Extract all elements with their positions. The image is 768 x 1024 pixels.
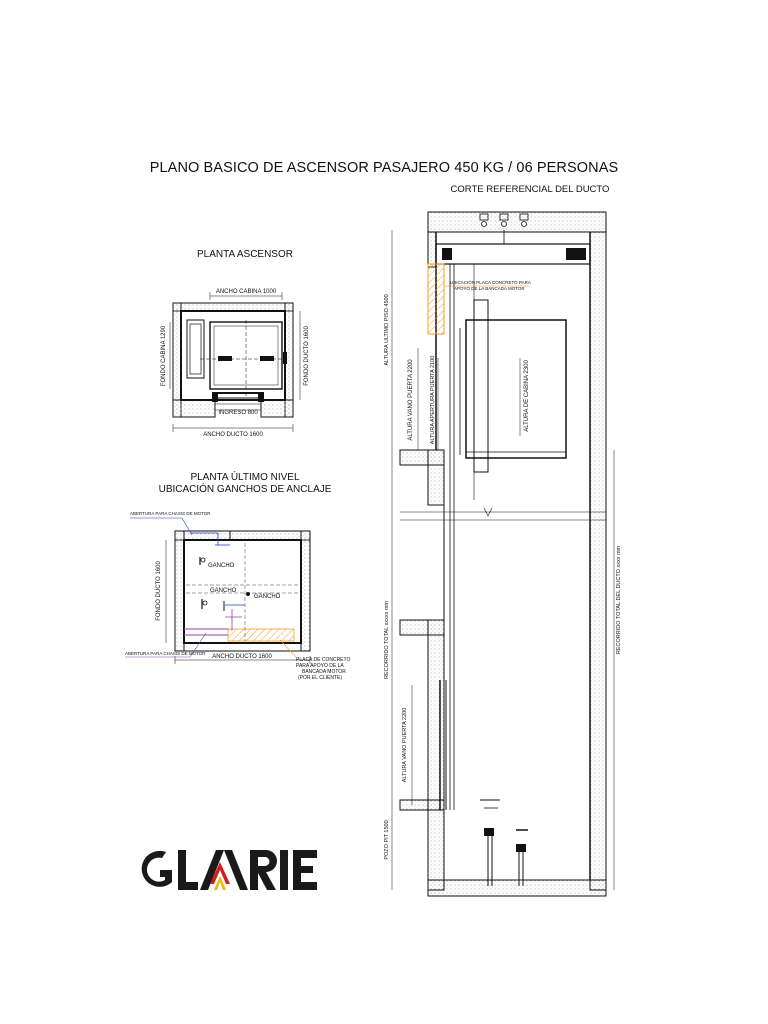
pit-buffers xyxy=(480,799,528,886)
altura-apertura-label: ALTURA APERTURA PUERTA 2100 xyxy=(430,356,436,445)
altura-vano-bottom-label: ALTURA VANO PUERTA 2200 xyxy=(402,708,408,782)
pozo-pit-label: POZO PIT 1500 xyxy=(384,820,390,859)
top-fondo-ducto-label: FONDO DUCTO 1600 xyxy=(156,561,162,621)
recorrido-total-right-label: RECORRIDO TOTAL DEL DUCTO xxxx mm xyxy=(616,545,622,654)
altura-vano-top-label: ALTURA VANO PUERTA 2200 xyxy=(408,359,414,441)
placa-label-4: (POR EL CLIENTE) xyxy=(298,675,342,681)
glarie-logo xyxy=(141,850,317,890)
anchor-hook-icon xyxy=(201,599,225,611)
abertura-top-label: ABERTURA PARA CHASIS DE MOTOR xyxy=(130,511,211,516)
duct-walls xyxy=(172,302,294,418)
fondo-cabina-label: FONDO CABINA 1290 xyxy=(161,325,167,386)
ubicacion-label-1: UBICACIÓN PLACA CONCRETO PARA xyxy=(450,279,531,285)
ancho-cabina-label: ANCHO CABINA 1000 xyxy=(216,289,277,295)
top-duct-walls xyxy=(174,530,311,652)
page-title: PLANO BASICO DE ASCENSOR PASAJERO 450 KG… xyxy=(149,160,619,176)
anchor-hook-icon xyxy=(199,557,206,565)
altura-ultimo-piso-label: ALTURA ULTIMO PISO 4500 xyxy=(384,294,390,365)
plan-top-drawing: GANCHO GANCHO GANCHO ABERTURA PARA CHASI… xyxy=(125,511,350,681)
abertura-bottom-label: ABERTURA PARA CHASIS DE MOTOR xyxy=(125,651,206,656)
top-ancho-ducto-label: ANCHO DUCTO 1600 xyxy=(212,654,272,660)
ubicacion-label-2: APOYO DE LA BANCADA MOTOR xyxy=(454,286,525,291)
recorrido-total-left-label: RECORRIDO TOTAL xxxxx mm xyxy=(384,601,390,679)
ingreso-label: INGRESO 800 xyxy=(218,410,258,416)
plan-elevator-heading: PLANTA ASCENSOR xyxy=(197,249,293,260)
ancho-ducto-label: ANCHO DUCTO 1600 xyxy=(203,432,263,438)
plan-top-heading-1: PLANTA ÚLTIMO NIVEL xyxy=(190,472,300,483)
cabin-section xyxy=(459,299,567,473)
placa-label-2: PARA APOYO DE LA xyxy=(296,663,344,669)
gancho-label-3: GANCHO xyxy=(254,594,281,600)
section-view-title: CORTE REFERENCIAL DEL DUCTO xyxy=(450,184,610,195)
altura-cabina-label: ALTURA DE CABINA 2300 xyxy=(524,360,530,432)
plan-elevator-drawing: ANCHO CABINA 1000 FONDO CABINA 1290 FOND… xyxy=(161,289,310,438)
placa-label-1: PLACA DE CONCRETO xyxy=(296,657,350,663)
gancho-label-1: GANCHO xyxy=(208,563,235,569)
concrete-plate xyxy=(427,263,445,335)
fondo-ducto-label: FONDO DUCTO 1600 xyxy=(304,326,310,386)
counterweight xyxy=(186,319,205,379)
plan-top-heading-2: UBICACIÓN GANCHOS DE ANCLAJE xyxy=(158,484,332,495)
gancho-label-2: GANCHO xyxy=(210,588,237,594)
machine-beam xyxy=(435,243,591,265)
placa-label-3: BANCADA MOTOR xyxy=(302,669,346,675)
section-drawing: UBICACIÓN PLACA CONCRETO PARA APOYO DE L… xyxy=(384,211,622,897)
anchor-hook-icon xyxy=(246,592,250,596)
concrete-slab xyxy=(227,628,295,642)
